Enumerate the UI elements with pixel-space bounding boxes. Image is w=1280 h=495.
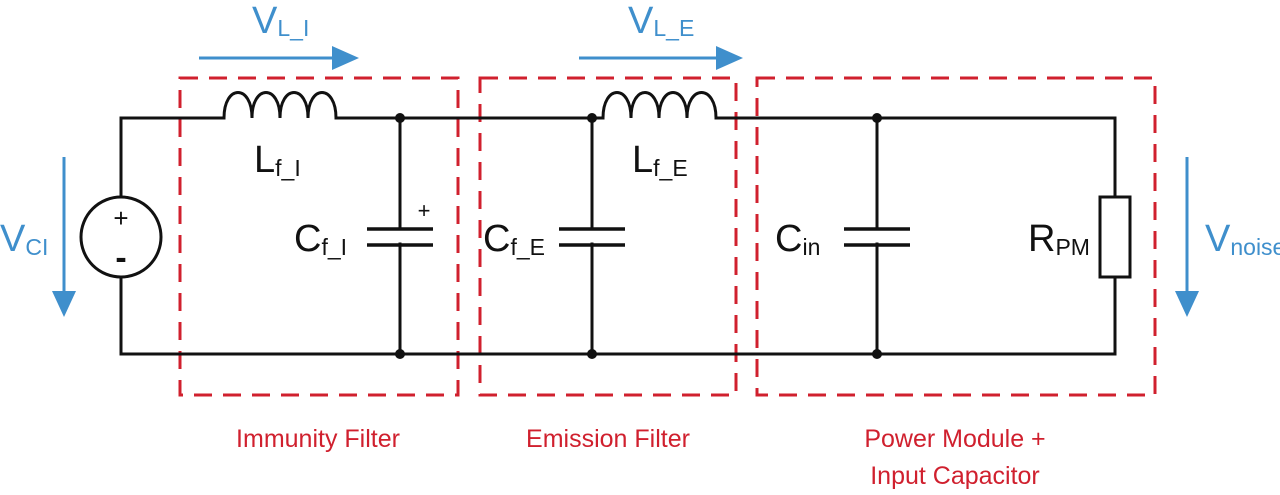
- label-main: V: [252, 0, 278, 42]
- arrow-v-l-e: [579, 46, 743, 70]
- label-sub: L_E: [653, 15, 694, 41]
- arrow-v-ci: [52, 157, 76, 317]
- arrow-right-icon: [332, 46, 359, 70]
- label-sub: L_I: [277, 15, 309, 41]
- label-cf-e: Cf_E: [483, 218, 545, 260]
- label-main: V: [0, 218, 26, 260]
- label-v-ci: VCI: [0, 218, 48, 260]
- inductor-lf-e-symbol: [601, 91, 718, 119]
- power-module-title-line1: Power Module +: [864, 425, 1045, 453]
- arrow-v-l-i: [199, 46, 359, 70]
- capacitor-cf-e-symbol: [559, 227, 625, 247]
- power-module-title-line2: Input Capacitor: [870, 462, 1040, 490]
- emission-filter-title: Emission Filter: [526, 425, 690, 453]
- label-sub: noise: [1230, 234, 1280, 260]
- arrow-v-noise: [1175, 157, 1199, 317]
- label-main: V: [628, 0, 654, 42]
- label-sub: f_I: [321, 234, 347, 260]
- arrow-down-icon: [52, 291, 76, 317]
- node-dot: [872, 113, 882, 123]
- arrow-right-icon: [716, 46, 743, 70]
- immunity-filter-block: [178, 76, 460, 397]
- label-sub: f_E: [653, 155, 688, 181]
- node-dot: [395, 113, 405, 123]
- source-minus-sign: -: [115, 239, 126, 277]
- label-cin: Cin: [775, 218, 820, 260]
- label-main: C: [775, 218, 802, 260]
- label-v-noise: Vnoise: [1205, 218, 1280, 260]
- label-sub: in: [802, 234, 820, 260]
- label-sub: f_E: [510, 234, 545, 260]
- capacitor-cf-i-symbol: [367, 227, 433, 247]
- label-lf-e: Lf_E: [632, 139, 688, 181]
- arrow-down-icon: [1175, 291, 1199, 317]
- label-rpm: RPM: [1028, 218, 1090, 260]
- capacitor-polarity-plus: +: [418, 198, 431, 223]
- immunity-filter-title: Immunity Filter: [236, 425, 400, 453]
- label-main: C: [483, 218, 510, 260]
- wires: [119, 116, 1117, 356]
- capacitor-cin-symbol: [844, 227, 910, 247]
- label-main: R: [1028, 218, 1055, 260]
- label-v-l-e: VL_E: [628, 0, 694, 42]
- label-sub: PM: [1055, 234, 1090, 260]
- label-main: C: [294, 218, 321, 260]
- label-sub: CI: [25, 234, 48, 260]
- node-dot: [395, 349, 405, 359]
- node-dot: [872, 349, 882, 359]
- voltage-source: + -: [79, 195, 163, 279]
- node-dot: [587, 113, 597, 123]
- label-cf-i: Cf_I: [294, 218, 347, 260]
- label-sub: f_I: [275, 155, 301, 181]
- label-main: L: [254, 139, 275, 181]
- source-plus-sign: +: [113, 203, 128, 233]
- resistor-rpm-symbol: [1098, 195, 1132, 279]
- emission-filter-block: [478, 76, 738, 397]
- label-main: L: [632, 139, 653, 181]
- inductor-lf-i-symbol: [222, 91, 338, 119]
- voltage-source-symbol: [79, 195, 163, 279]
- label-lf-i: Lf_I: [254, 139, 301, 181]
- label-v-l-i: VL_I: [252, 0, 309, 42]
- node-dot: [587, 349, 597, 359]
- label-main: V: [1205, 218, 1231, 260]
- power-module-block: [755, 76, 1157, 397]
